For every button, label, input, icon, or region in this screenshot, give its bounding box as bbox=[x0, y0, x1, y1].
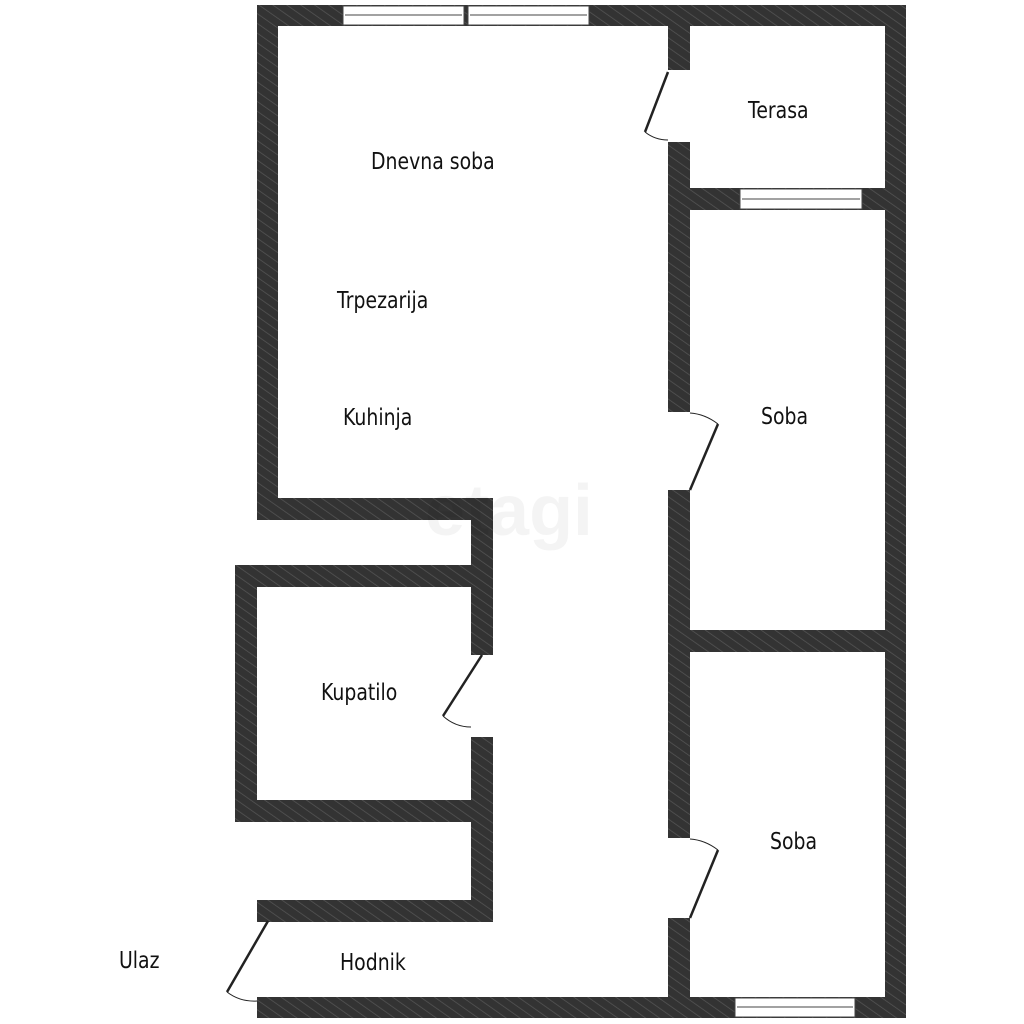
room-label-soba: Soba bbox=[761, 404, 809, 430]
doors bbox=[225, 71, 720, 1002]
room-label-kuhinja: Kuhinja bbox=[343, 405, 413, 431]
room-label-dnevna-soba: Dnevna soba bbox=[371, 149, 495, 175]
watermark-logo: etagi bbox=[425, 470, 593, 552]
room-label-soba: Soba bbox=[770, 829, 818, 855]
room-label-hodnik: Hodnik bbox=[340, 950, 406, 976]
room-label-terasa: Terasa bbox=[748, 98, 809, 124]
windows bbox=[342, 5, 863, 1018]
room-label-trpezarija: Trpezarija bbox=[337, 288, 429, 314]
room-label-ulaz: Ulaz bbox=[119, 948, 160, 974]
walls bbox=[235, 5, 906, 1018]
room-label-kupatilo: Kupatilo bbox=[321, 680, 398, 706]
